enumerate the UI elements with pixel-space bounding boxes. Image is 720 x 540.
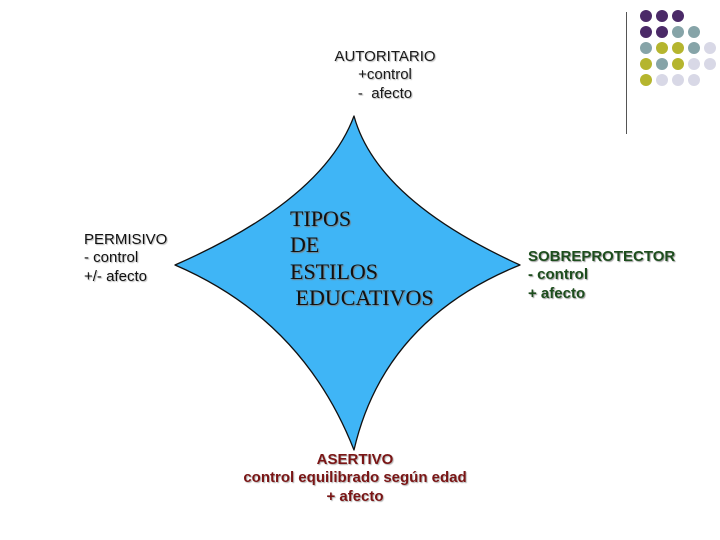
decorative-dot xyxy=(640,26,652,38)
node-autoritario-control: +control xyxy=(358,66,412,84)
decorative-dot xyxy=(688,74,700,86)
decorative-dot xyxy=(704,42,716,54)
decorative-dot xyxy=(688,26,700,38)
decorative-dot xyxy=(688,42,700,54)
decorative-dot xyxy=(672,58,684,70)
decorative-vertical-line xyxy=(626,12,627,134)
decorative-dot xyxy=(688,58,700,70)
node-permisivo-afecto: +/- afecto xyxy=(84,267,147,285)
node-autoritario-title: AUTORITARIO xyxy=(334,48,436,65)
node-permisivo-title: PERMISIVO xyxy=(84,231,168,248)
decorative-dot xyxy=(672,74,684,86)
node-autoritario: AUTORITARIO +control - afecto xyxy=(285,48,485,103)
center-title-line-3: ESTILOS xyxy=(290,258,378,284)
node-sobreprotector-afecto: + afecto xyxy=(528,284,586,302)
node-sobreprotector-title: SOBREPROTECTOR xyxy=(528,248,676,265)
node-asertivo-control: control equilibrado según edad xyxy=(243,469,467,487)
node-sobreprotector-control: - control xyxy=(528,266,588,284)
center-title-line-2: DE xyxy=(290,232,320,258)
node-asertivo: ASERTIVO control equilibrado según edad … xyxy=(205,451,505,506)
decorative-dot xyxy=(672,42,684,54)
decorative-dot xyxy=(656,10,668,22)
decorative-dot xyxy=(656,74,668,86)
center-title-line-1: TIPOS xyxy=(290,206,352,231)
node-asertivo-title: ASERTIVO xyxy=(316,451,394,468)
node-asertivo-afecto: + afecto xyxy=(326,487,384,505)
decorative-dot xyxy=(640,42,652,54)
star-body xyxy=(174,115,521,451)
decorative-dot xyxy=(672,10,684,22)
decorative-dot xyxy=(640,58,652,70)
node-autoritario-afecto: - afecto xyxy=(357,84,413,102)
node-sobreprotector: SOBREPROTECTOR - control + afecto xyxy=(528,248,675,303)
node-permisivo-control: - control xyxy=(84,249,139,267)
center-title-line-4: EDUCATIVOS xyxy=(290,285,434,311)
decorative-dot xyxy=(640,74,652,86)
decorative-dot xyxy=(656,58,668,70)
decorative-dot xyxy=(640,10,652,22)
decorative-dot xyxy=(704,58,716,70)
decorative-dot xyxy=(656,42,668,54)
decorative-dot xyxy=(672,26,684,38)
center-title: TIPOS DE ESTILOS EDUCATIVOS xyxy=(290,206,434,312)
node-permisivo: PERMISIVO - control +/- afecto xyxy=(84,231,167,286)
decorative-dot xyxy=(656,26,668,38)
